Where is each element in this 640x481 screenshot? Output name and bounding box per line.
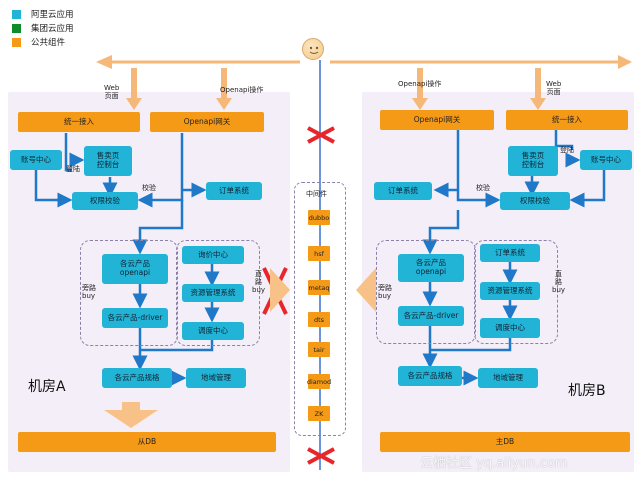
room-a-account-center[interactable]: 账号中心	[10, 150, 62, 170]
room-a-auth-check[interactable]: 权限校验	[72, 192, 138, 210]
arrow-to-room-a	[270, 268, 290, 312]
room-b-product-meta[interactable]: 各云产品规格	[398, 366, 462, 386]
legend-item-group: 集团云应用	[12, 22, 74, 34]
middleware-dts[interactable]: dts	[308, 312, 330, 327]
room-a-bypass-group	[80, 240, 178, 346]
room-a-title: 机房A	[28, 379, 66, 395]
right-openapi-label: Openapi操作	[398, 80, 442, 88]
room-b-account-center[interactable]: 账号中心	[580, 150, 632, 170]
room-a-bypass-label: 旁路 buy	[82, 284, 96, 301]
room-a-product-driver[interactable]: 各云产品-driver	[102, 308, 168, 328]
room-a-resource-mgmt[interactable]: 资源管理系统	[182, 284, 244, 302]
room-b-title: 机房B	[568, 383, 606, 399]
room-b-unified-access[interactable]: 统一接入	[506, 110, 628, 130]
left-openapi-label: Openapi操作	[220, 86, 264, 94]
user-smiley-icon	[302, 38, 324, 60]
room-a-direct-label: 直 路 buy	[252, 270, 266, 295]
left-web-label: Web 页面	[104, 84, 120, 101]
middleware-title: 中间件	[306, 190, 327, 198]
arrow-right-head	[618, 55, 632, 69]
room-b-openapi-gateway[interactable]: Openapi网关	[380, 110, 494, 130]
legend-label: 集团云应用	[31, 24, 74, 34]
room-a-order-system[interactable]: 订单系统	[206, 182, 262, 200]
room-a-login-label: 登陆	[66, 165, 80, 173]
middleware-dubbo[interactable]: dubbo	[308, 210, 330, 225]
room-a-scheduler[interactable]: 调度中心	[182, 322, 244, 340]
middleware-metaq[interactable]: metaq	[308, 280, 330, 295]
room-b-order-system[interactable]: 订单系统	[480, 244, 540, 262]
room-b-product-driver[interactable]: 各云产品-driver	[398, 306, 464, 326]
legend-item-common: 公共组件	[12, 36, 65, 48]
room-b-bypass-label: 旁路 buy	[378, 284, 392, 301]
room-b-scheduler[interactable]: 调度中心	[480, 318, 540, 338]
arrow-replication	[104, 402, 158, 428]
room-b-order-system-left[interactable]: 订单系统	[374, 182, 432, 200]
arrow-to-room-b	[356, 268, 376, 312]
room-b-sales-console[interactable]: 售卖页 控制台	[508, 146, 558, 176]
room-a-openapi-gateway[interactable]: Openapi网关	[150, 112, 264, 132]
room-b-direct-group	[474, 240, 558, 344]
room-a-unified-access[interactable]: 统一接入	[18, 112, 140, 132]
middleware-group	[294, 182, 346, 436]
legend-swatch	[12, 37, 21, 47]
room-a-db[interactable]: 从DB	[18, 432, 276, 452]
middleware-diamod[interactable]: diamod	[307, 374, 331, 389]
room-b-auth-check[interactable]: 权限校验	[500, 192, 570, 210]
watermark: 云栖社区 yq.aliyun.com	[420, 456, 568, 471]
room-a-sales-console[interactable]: 售卖页 控制台	[84, 146, 132, 176]
right-web-label: Web 页面	[546, 80, 562, 97]
legend-swatch	[12, 23, 21, 33]
room-b-db[interactable]: 主DB	[380, 432, 630, 452]
middleware-zk[interactable]: ZK	[308, 406, 330, 421]
room-a-product-openapi[interactable]: 各云产品 openapi	[102, 254, 168, 284]
arrow-left-head	[96, 55, 112, 69]
room-b-bypass-group	[376, 240, 476, 344]
room-a-price-center[interactable]: 询价中心	[182, 246, 244, 264]
down-arrows	[126, 68, 546, 110]
legend-item-aliyun: 阿里云应用	[12, 8, 74, 20]
room-b-login-label: 登陆	[560, 146, 574, 154]
room-a-region-mgmt[interactable]: 地域管理	[186, 368, 246, 388]
room-b-region-mgmt[interactable]: 地域管理	[478, 368, 538, 388]
legend-swatch	[12, 9, 21, 19]
room-a-direct-group	[176, 240, 260, 346]
room-b-product-openapi[interactable]: 各云产品 openapi	[398, 254, 464, 282]
room-b-check-label: 校验	[476, 184, 490, 192]
room-a-product-meta[interactable]: 各云产品规格	[102, 368, 172, 388]
legend-label: 公共组件	[31, 38, 66, 48]
middleware-hsf[interactable]: hsf	[308, 246, 330, 261]
legend-label: 阿里云应用	[31, 10, 74, 20]
room-a-check-label: 校验	[142, 184, 156, 192]
smiley-face	[309, 46, 319, 54]
room-b-resource-mgmt[interactable]: 资源管理系统	[480, 282, 540, 300]
room-b-direct-label: 直 路 buy	[552, 270, 566, 295]
middleware-tair[interactable]: tair	[308, 342, 330, 357]
